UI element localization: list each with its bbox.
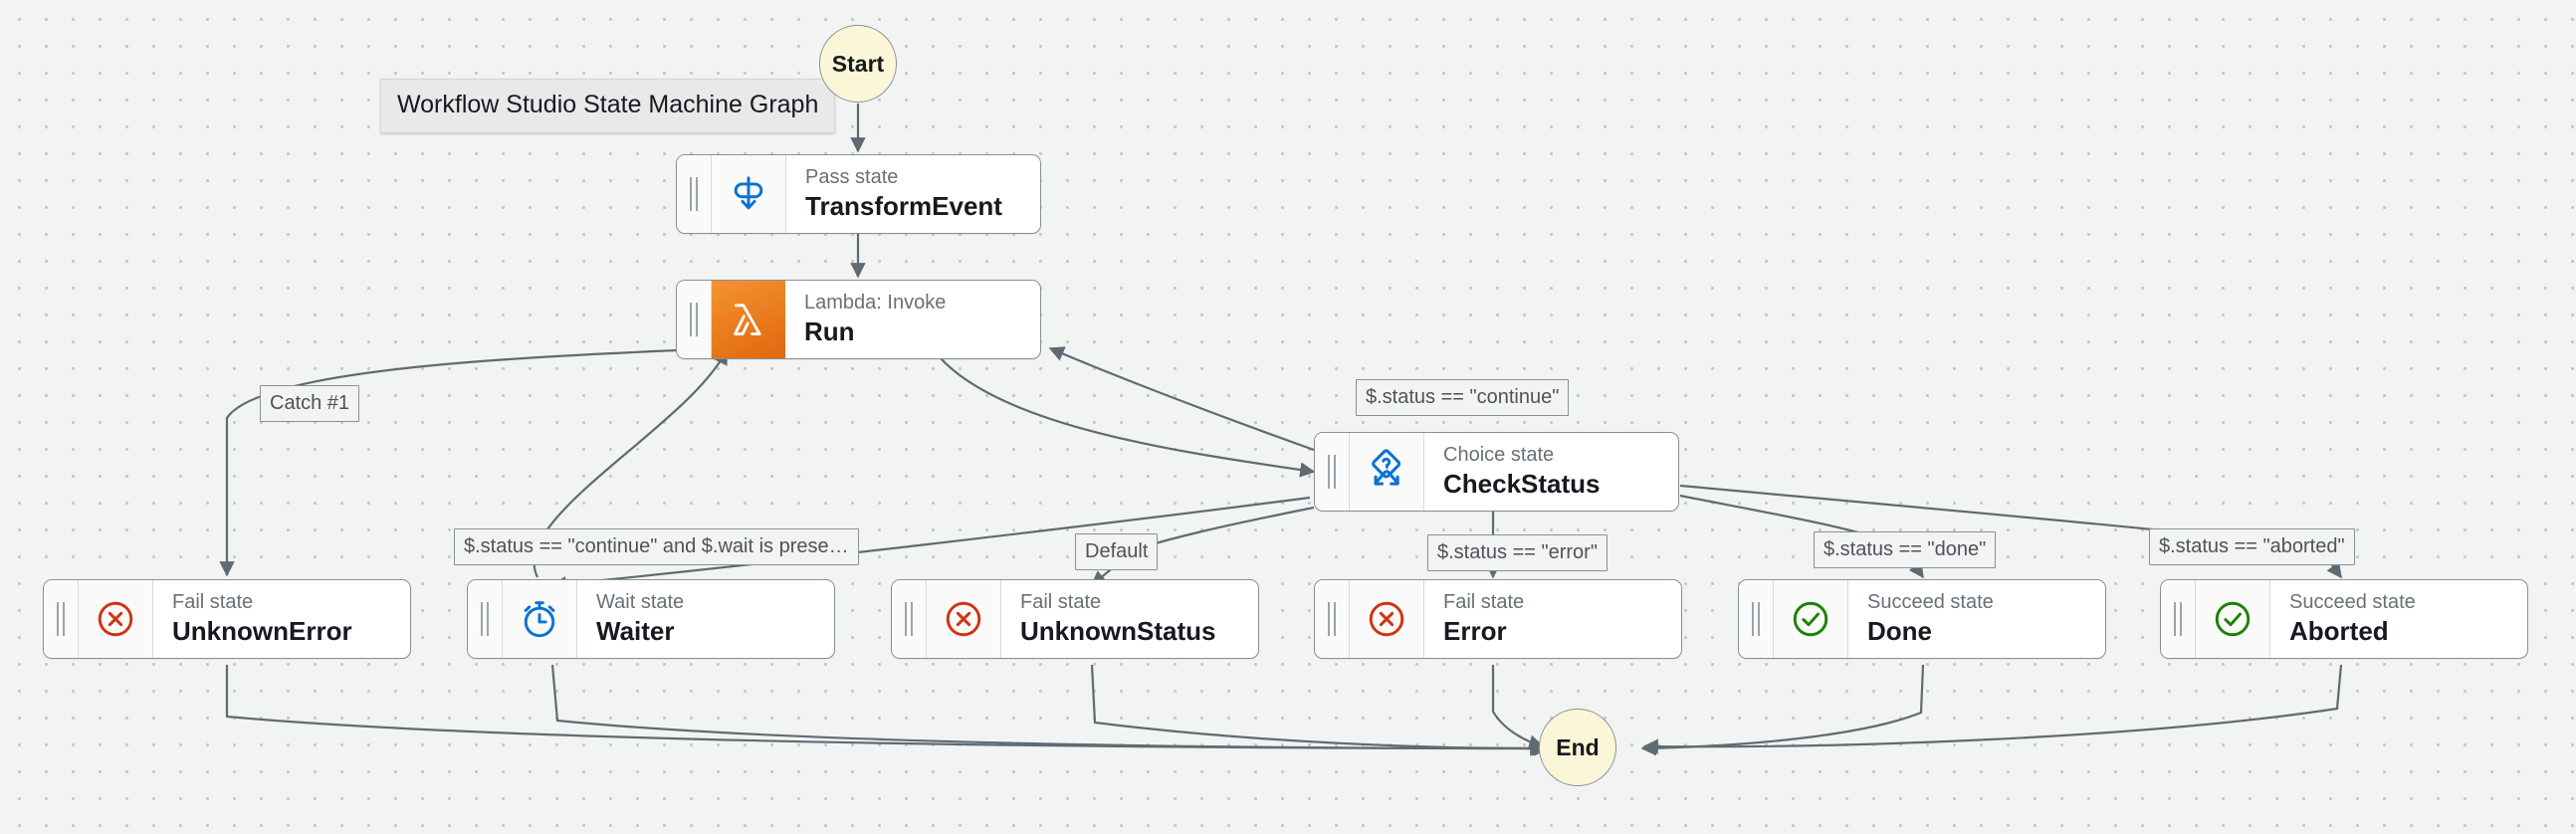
edge-run-to-unknownerror-catch — [219, 348, 678, 577]
state-kind-label: Lambda: Invoke — [804, 292, 947, 314]
lambda-icon — [712, 281, 785, 358]
state-name-label: TransformEvent — [805, 191, 1002, 222]
edge-waiter-to-end — [550, 664, 1548, 756]
state-kind-label: Succeed state — [2289, 591, 2416, 614]
edge-label-continue-wait: $.status == "continue" and $.wait is pre… — [454, 528, 859, 565]
succeed-state-icon — [2196, 580, 2270, 658]
edge-run-to-checkstatus — [940, 357, 1316, 478]
state-node-text: Succeed state Aborted — [2270, 580, 2527, 658]
state-node-checkstatus[interactable]: Choice state CheckStatus — [1314, 432, 1679, 512]
edge-done-to-end — [1640, 664, 1925, 756]
state-name-label: Aborted — [2289, 616, 2389, 647]
state-node-text: Choice state CheckStatus — [1424, 433, 1678, 511]
state-kind-label: Fail state — [1020, 591, 1102, 614]
state-node-done[interactable]: Succeed state Done — [1738, 579, 2106, 659]
edge-label-catch-1: Catch #1 — [260, 385, 360, 422]
state-node-unknownstatus[interactable]: Fail state UnknownStatus — [891, 579, 1259, 659]
edge-label-done-cond: $.status == "done" — [1814, 531, 1997, 568]
drag-handle[interactable] — [1315, 580, 1350, 658]
drag-handle[interactable] — [677, 155, 712, 233]
state-node-aborted[interactable]: Succeed state Aborted — [2160, 579, 2528, 659]
state-node-text: Wait state Waiter — [577, 580, 834, 658]
state-name-label: Waiter — [596, 616, 675, 647]
state-name-label: CheckStatus — [1443, 469, 1601, 500]
start-node[interactable]: Start — [819, 25, 897, 103]
state-node-text: Fail state Error — [1424, 580, 1681, 658]
wait-state-icon — [503, 580, 577, 658]
choice-state-icon — [1350, 433, 1424, 511]
state-name-label: Error — [1443, 616, 1507, 647]
state-name-label: UnknownError — [172, 616, 352, 647]
state-kind-label: Choice state — [1443, 444, 1555, 467]
state-name-label: UnknownStatus — [1020, 616, 1216, 647]
state-name-label: Done — [1867, 616, 1932, 647]
drag-handle[interactable] — [1739, 580, 1774, 658]
end-node-label: End — [1556, 733, 1600, 760]
state-node-waiter[interactable]: Wait state Waiter — [467, 579, 835, 659]
state-node-text: Pass state TransformEvent — [786, 155, 1040, 233]
edge-aborted-to-end — [1642, 664, 2343, 754]
state-kind-label: Fail state — [1443, 591, 1525, 614]
edge-label-aborted-cond: $.status == "aborted" — [2149, 528, 2355, 565]
fail-state-icon — [79, 580, 153, 658]
edge-checkstatus-to-waiter — [550, 496, 1311, 592]
edge-label-default: Default — [1075, 533, 1159, 570]
drag-handle[interactable] — [2161, 580, 2196, 658]
state-node-text: Succeed state Done — [1848, 580, 2105, 658]
state-node-transformevent[interactable]: Pass state TransformEvent — [676, 154, 1041, 234]
edge-checkstatus-to-run-continue — [1048, 346, 1315, 452]
state-node-text: Fail state UnknownStatus — [1001, 580, 1258, 658]
drag-handle[interactable] — [892, 580, 927, 658]
graph-title: Workflow Studio State Machine Graph — [380, 79, 836, 133]
state-node-unknownerror[interactable]: Fail state UnknownError — [43, 579, 411, 659]
end-node[interactable]: End — [1539, 709, 1616, 786]
pass-state-icon — [712, 155, 786, 233]
drag-handle[interactable] — [44, 580, 79, 658]
state-node-error[interactable]: Fail state Error — [1314, 579, 1682, 659]
edge-label-continue: $.status == "continue" — [1356, 379, 1570, 416]
fail-state-icon — [1350, 580, 1424, 658]
edge-label-error-cond: $.status == "error" — [1427, 534, 1608, 571]
edge-unknownerror-to-end — [225, 665, 1550, 756]
edge-unknownstatus-to-end — [1090, 664, 1546, 756]
state-kind-label: Fail state — [172, 591, 254, 614]
state-kind-label: Succeed state — [1867, 591, 1994, 614]
state-node-text: Lambda: Invoke Run — [785, 281, 1040, 358]
drag-handle[interactable] — [677, 281, 712, 358]
succeed-state-icon — [1774, 580, 1848, 658]
state-kind-label: Wait state — [596, 591, 685, 614]
drag-handle[interactable] — [1315, 433, 1350, 511]
drag-handle[interactable] — [468, 580, 503, 658]
state-node-text: Fail state UnknownError — [153, 580, 410, 658]
start-node-label: Start — [831, 50, 885, 77]
state-kind-label: Pass state — [805, 166, 899, 189]
state-name-label: Run — [804, 316, 855, 347]
state-node-run[interactable]: Lambda: Invoke Run — [676, 280, 1041, 359]
fail-state-icon — [927, 580, 1001, 658]
edge-error-to-end — [1491, 665, 1545, 750]
